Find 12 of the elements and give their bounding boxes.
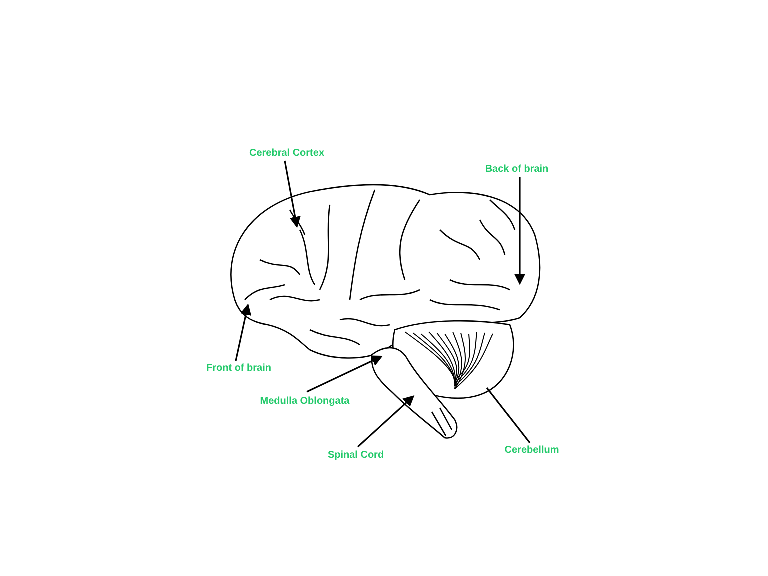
part-label: Medulla Oblongata <box>260 396 350 408</box>
leader-line <box>284 160 301 228</box>
part-label: Cerebral Cortex <box>249 148 325 160</box>
part-label: Back of brain <box>485 164 549 176</box>
part-label: Front of brain <box>206 363 272 375</box>
leader-line <box>306 356 384 393</box>
leader-line <box>235 304 252 362</box>
part-label: Spinal Cord <box>328 450 384 462</box>
leader-line <box>357 396 415 448</box>
leader-line <box>514 177 526 286</box>
leader-line <box>486 388 531 444</box>
part-label: Cerebellum <box>504 445 560 457</box>
